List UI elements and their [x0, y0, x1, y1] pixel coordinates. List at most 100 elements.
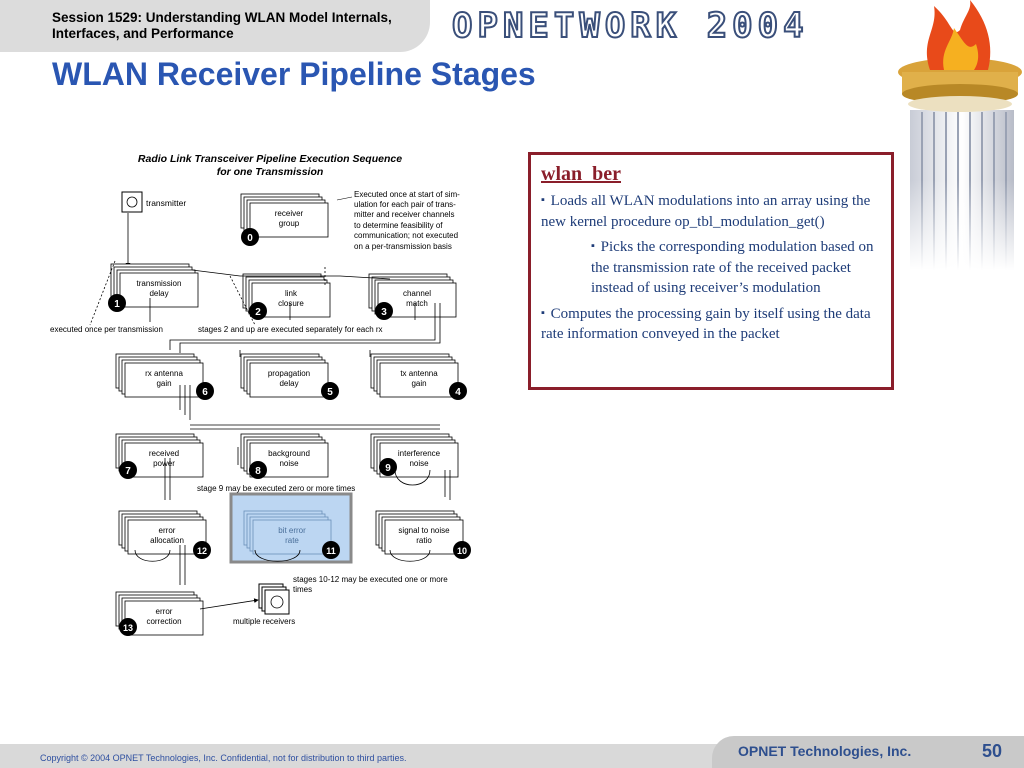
stage-number-badge	[193, 541, 211, 559]
stage-label: channel	[403, 289, 431, 298]
slide-title: WLAN Receiver Pipeline Stages	[52, 56, 536, 92]
stage-box	[119, 272, 199, 308]
stage-number-badge	[196, 382, 214, 400]
page-number: 50	[982, 741, 1003, 761]
stage-box	[249, 362, 329, 398]
stage-number-badge	[322, 541, 340, 559]
stage-number-badge	[108, 294, 126, 312]
sub-bullet-text: Picks the corresponding modulation based…	[591, 239, 874, 296]
stage-label: allocation	[150, 536, 184, 545]
stage-number: 13	[123, 623, 133, 633]
transmitter-icon	[121, 191, 143, 213]
stage0-note-line: mitter and receiver channels	[354, 210, 455, 219]
stage-label: gain	[411, 379, 426, 388]
stage-number-badge	[321, 382, 339, 400]
session-tab	[0, 0, 430, 52]
stage-box	[379, 362, 459, 398]
session-title: Session 1529: Understanding WLAN Model I…	[52, 10, 432, 42]
note-stage-9: stage 9 may be executed zero or more tim…	[197, 484, 355, 493]
stage0-note-line: Executed once at start of sim-	[354, 190, 460, 199]
stage-number: 4	[455, 387, 461, 398]
stage-number: 10	[457, 546, 467, 556]
stage-label: background	[268, 449, 310, 458]
stage-label: delay	[279, 379, 298, 388]
bullet-2-text: Computes the processing gain by itself u…	[541, 305, 871, 343]
stage-label: delay	[149, 289, 168, 298]
stage-label: error	[156, 607, 173, 616]
stage0-note-line: on a per-transmission basis	[354, 242, 452, 251]
stage-label: received	[149, 449, 179, 458]
stage0-note-line: to determine feasibility of	[354, 221, 443, 230]
header: Session 1529: Understanding WLAN Model I…	[0, 0, 1024, 52]
stage-number: 9	[385, 463, 391, 474]
stage-box	[384, 519, 464, 555]
company-name: OPNET Technologies, Inc.	[738, 743, 912, 759]
stage-number-badge	[375, 302, 393, 320]
stage-number: 11	[326, 546, 336, 556]
stage0-note-line: ulation for each pair of trans-	[354, 200, 456, 209]
stage-label: power	[153, 459, 175, 468]
stage-number-badge	[379, 458, 397, 476]
diagram-title-line2: for one Transmission	[217, 166, 324, 178]
stage-label: match	[406, 299, 428, 308]
stage-label: noise	[279, 459, 299, 468]
stage0-note-line: communication; not executed	[354, 231, 458, 240]
stage-label: tx antenna	[400, 369, 438, 378]
footer: Copyright © 2004 OPNET Technologies, Inc…	[0, 726, 1024, 768]
stage-box	[124, 600, 204, 636]
stage-label: link	[285, 289, 298, 298]
stage-label: gain	[156, 379, 171, 388]
stage-label: error	[159, 526, 176, 535]
stage-number: 8	[255, 466, 261, 477]
note-stages-10-12: times	[293, 585, 312, 594]
stage-label: interference	[398, 449, 441, 458]
stage-label: noise	[409, 459, 429, 468]
stage-label: rx antenna	[145, 369, 183, 378]
stage-label: receiver	[275, 209, 304, 218]
stage-number-badge	[249, 302, 267, 320]
copyright-text: Copyright © 2004 OPNET Technologies, Inc…	[40, 753, 407, 763]
stage-boxes: receivergroup0transmissiondelay1linkclos…	[108, 193, 471, 636]
note-once-per-transmission: executed once per transmission	[50, 325, 163, 334]
stage-label: signal to noise	[398, 526, 450, 535]
stage-number: 3	[381, 307, 387, 318]
stage-number-badge	[449, 382, 467, 400]
stage-number: 7	[125, 466, 131, 477]
stage-number: 12	[197, 546, 207, 556]
bullet-marker: ▪	[541, 306, 545, 319]
stage-box	[124, 442, 204, 478]
bullet-marker: ▪	[591, 240, 595, 252]
multiple-receivers-label: multiple receivers	[233, 617, 295, 626]
bullet-1: ▪ Loads all WLAN modulations into an arr…	[541, 190, 881, 232]
bullet-2: ▪ Computes the processing gain by itself…	[541, 303, 881, 345]
bullet-1-text: Loads all WLAN modulations into an array…	[541, 193, 871, 230]
stage-box	[249, 202, 329, 238]
stage-number-badge	[241, 228, 259, 246]
receiver-icon	[264, 589, 290, 615]
stage-label: bit error	[278, 526, 306, 535]
stage-label: rate	[285, 536, 299, 545]
stage-number: 0	[247, 233, 253, 244]
session-title-line1: Session 1529: Understanding WLAN Model I…	[52, 10, 392, 25]
stage-number-badge	[119, 461, 137, 479]
stage-label: group	[279, 219, 300, 228]
footer-tab	[712, 736, 1024, 768]
stage-number: 6	[202, 387, 208, 398]
wlan-ber-title: wlan_ber	[541, 163, 621, 185]
sub-bullet: ▪ Picks the corresponding modulation bas…	[591, 236, 881, 299]
stage-label: closure	[278, 299, 304, 308]
diagram-title-line1: Radio Link Transceiver Pipeline Executio…	[138, 153, 402, 165]
stage-label: correction	[146, 617, 181, 626]
stage-label: ratio	[416, 536, 432, 545]
bullet-marker: ▪	[541, 194, 545, 206]
transmitter-label: transmitter	[146, 198, 186, 208]
